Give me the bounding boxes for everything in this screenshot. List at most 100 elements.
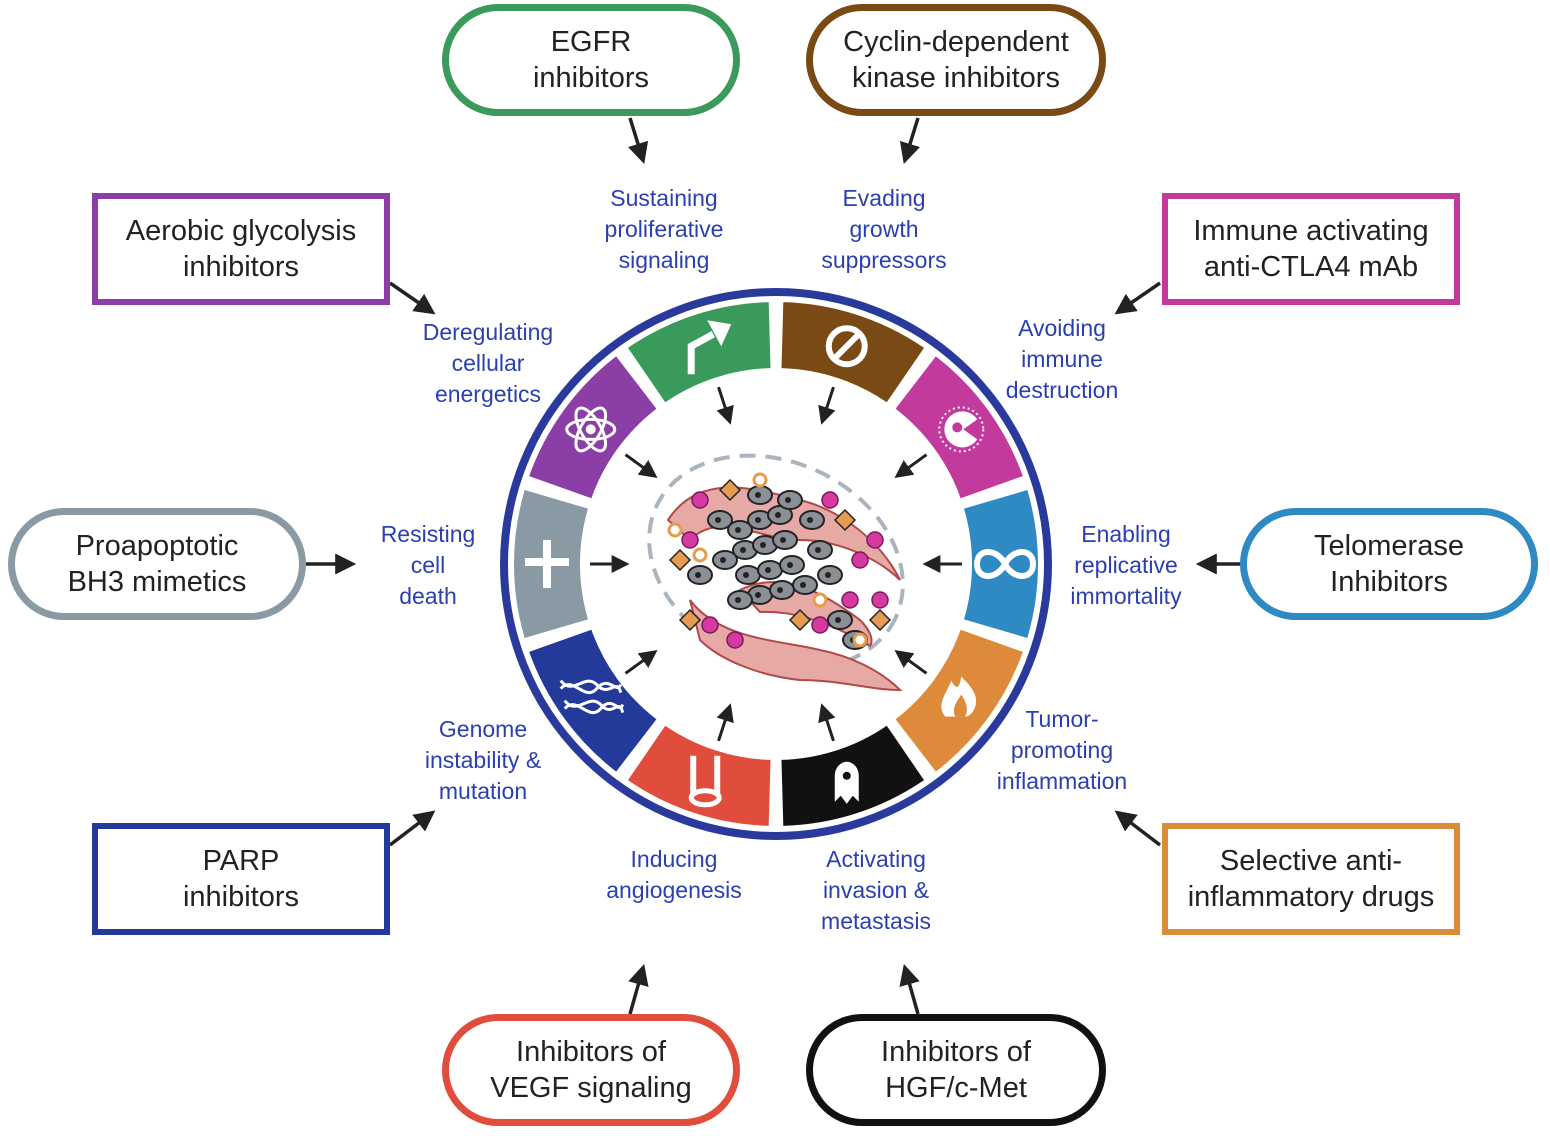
hallmark-genome-line-2: instability & [424, 747, 542, 773]
hallmark-label-invasion: Activating invasion & metastasis [786, 844, 966, 937]
therapy-telomerase-line-2: Inhibitors [1330, 566, 1448, 598]
segment-angiogenesis [627, 725, 771, 826]
hallmark-label-inflammation: Tumor- promoting inflammation [972, 704, 1152, 797]
therapy-telomerase-line-1: Telomerase [1314, 530, 1464, 562]
hallmark-inflammation-line-1: Tumor- [1025, 706, 1099, 732]
hallmark-label-energetics: Deregulating cellular energetics [398, 317, 578, 410]
therapy-anti-inflammatory-line-2: inflammatory drugs [1187, 881, 1435, 913]
ghost-cell-icon [834, 761, 859, 804]
arrow-to-tumor [894, 650, 928, 675]
hallmark-energetics-line-3: energetics [434, 381, 542, 407]
hallmark-label-proliferative: Sustaining proliferative signaling [574, 183, 754, 276]
therapy-telomerase: Telomerase Inhibitors [1240, 508, 1538, 620]
arrow-therapy-to-hallmark [1114, 810, 1162, 847]
therapy-egfr-line-2: inhibitors [532, 62, 650, 94]
therapy-glycolysis-line-2: inhibitors [182, 251, 300, 283]
arrow-therapy-to-hallmark [1114, 281, 1161, 315]
hallmark-proliferative-line-2: proliferative [604, 216, 724, 242]
hallmark-label-death: Resisting cell death [358, 519, 498, 612]
arrow-to-tumor [894, 453, 928, 478]
hallmark-replicative-line-1: Enabling [1081, 521, 1171, 547]
arrow-therapy-to-hallmark [628, 963, 649, 1015]
arrow-to-tumor [624, 453, 658, 478]
arrow-therapy-to-hallmark [899, 963, 920, 1015]
hallmark-label-angiogenesis: Inducing angiogenesis [584, 844, 764, 906]
therapy-egfr: EGFR inhibitors [442, 4, 740, 116]
segment-replicative [964, 490, 1038, 638]
hallmark-energetics-line-1: Deregulating [422, 319, 554, 345]
therapy-hgf-line-1: Inhibitors of [881, 1036, 1031, 1068]
hallmark-invasion-line-1: Activating [826, 846, 926, 872]
hallmark-inflammation-line-3: inflammation [996, 768, 1128, 794]
arrow-therapy-to-hallmark [628, 117, 649, 165]
segment-proliferative [627, 302, 771, 403]
arrow-to-tumor [818, 703, 836, 742]
arrow-therapy-to-hallmark [388, 810, 436, 847]
hallmark-invasion-line-3: metastasis [821, 908, 931, 934]
flame-icon [941, 676, 977, 717]
therapy-anti-inflammatory: Selective anti- inflammatory drugs [1162, 823, 1460, 935]
therapy-bh3-line-2: BH3 mimetics [67, 566, 247, 598]
hallmark-label-genome: Genome instability & mutation [398, 714, 568, 807]
dna-icon [559, 679, 625, 715]
hallmark-immune-line-3: destruction [1005, 377, 1119, 403]
prohibited-icon [825, 325, 868, 368]
therapy-egfr-line-1: EGFR [550, 26, 632, 58]
arrow-therapy-to-hallmark [899, 117, 920, 165]
cross-icon [525, 540, 569, 588]
hallmark-angiogenesis-line-2: angiogenesis [606, 877, 742, 903]
hallmark-wheel [500, 288, 1052, 840]
hallmark-energetics-line-2: cellular [451, 350, 525, 376]
hallmark-death-line-2: cell [410, 552, 446, 578]
hallmark-immune-line-2: immune [1021, 346, 1103, 372]
therapy-glycolysis: Aerobic glycolysis inhibitors [92, 193, 390, 305]
hallmark-label-growth: Evading growth suppressors [794, 183, 974, 276]
therapy-parp-line-1: PARP [202, 845, 280, 877]
hallmark-replicative-line-3: immortality [1070, 583, 1182, 609]
vessel-icon [688, 755, 722, 808]
atom-icon [565, 406, 617, 453]
hallmark-invasion-line-2: invasion & [822, 877, 930, 903]
pacman-cell-icon [938, 406, 985, 453]
therapy-cdk-line-1: Cyclin-dependent [843, 26, 1069, 58]
hallmark-proliferative-line-1: Sustaining [610, 185, 718, 211]
arrow-to-tumor [716, 703, 734, 742]
arrow-to-tumor [818, 386, 836, 425]
hallmark-genome-line-1: Genome [438, 716, 528, 742]
therapy-hgf: Inhibitors of HGF/c-Met [806, 1014, 1106, 1126]
therapy-ctla4: Immune activating anti-CTLA4 mAb [1162, 193, 1460, 305]
hallmark-replicative-line-2: replicative [1074, 552, 1178, 578]
arrow-to-tumor [624, 650, 658, 675]
hallmark-proliferative-line-3: signaling [618, 247, 710, 273]
therapy-anti-inflammatory-line-1: Selective anti- [1219, 845, 1403, 877]
hallmark-growth-line-3: suppressors [821, 247, 947, 273]
therapy-bh3: Proapoptotic BH3 mimetics [8, 508, 306, 620]
arrow-therapy-to-hallmark [389, 281, 436, 315]
therapy-vegf: Inhibitors of VEGF signaling [442, 1014, 740, 1126]
therapy-cdk-line-2: kinase inhibitors [852, 62, 1060, 94]
therapy-parp: PARP inhibitors [92, 823, 390, 935]
therapy-ctla4-line-1: Immune activating [1193, 215, 1429, 247]
therapy-vegf-line-1: Inhibitors of [516, 1036, 666, 1068]
outer-ring [500, 288, 1052, 840]
hallmark-angiogenesis-line-1: Inducing [630, 846, 718, 872]
therapy-parp-line-2: inhibitors [182, 881, 300, 913]
therapy-glycolysis-line-1: Aerobic glycolysis [125, 215, 357, 247]
tumor-cells-illustration [647, 453, 905, 692]
infinity-icon [973, 549, 1037, 579]
hallmark-death-line-1: Resisting [380, 521, 476, 547]
hallmark-label-immune: Avoiding immune destruction [982, 313, 1142, 406]
segment-growth [781, 302, 925, 403]
hallmark-genome-line-3: mutation [438, 778, 528, 804]
hallmark-death-line-3: death [399, 583, 457, 609]
therapy-hgf-line-2: HGF/c-Met [885, 1072, 1027, 1104]
hallmark-growth-line-1: Evading [842, 185, 926, 211]
arrow-up-right-icon [687, 320, 732, 375]
hallmark-inflammation-line-2: promoting [1010, 737, 1114, 763]
therapy-cdk: Cyclin-dependent kinase inhibitors [806, 4, 1106, 116]
hallmark-immune-line-1: Avoiding [1018, 315, 1106, 341]
therapy-vegf-line-2: VEGF signaling [490, 1072, 692, 1104]
hallmark-label-replicative: Enabling replicative immortality [1046, 519, 1206, 612]
